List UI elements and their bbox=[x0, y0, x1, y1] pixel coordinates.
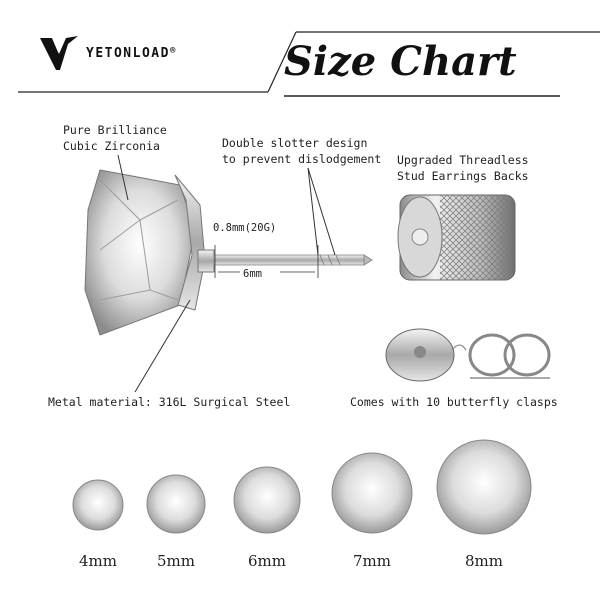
stone-5mm bbox=[146, 474, 206, 534]
stone-4mm bbox=[72, 479, 124, 531]
page-title: Size Chart bbox=[284, 38, 517, 85]
size-label-8mm: 8mm bbox=[465, 552, 503, 570]
size-label-5mm: 5mm bbox=[157, 552, 195, 570]
size-label-4mm: 4mm bbox=[79, 552, 117, 570]
stone-7mm bbox=[331, 452, 413, 534]
metal-label: Metal material: 316L Surgical Steel bbox=[48, 395, 291, 409]
size-stones bbox=[72, 439, 532, 535]
size-label-7mm: 7mm bbox=[353, 552, 391, 570]
size-label-6mm: 6mm bbox=[248, 552, 286, 570]
backs-label: Upgraded Threadless Stud Earrings Backs bbox=[397, 153, 529, 183]
post-length-label: 6mm bbox=[243, 268, 262, 280]
brand-name: YETONLOAD® bbox=[86, 46, 177, 61]
gauge-label: 0.8mm(20G) bbox=[213, 222, 277, 234]
stone-label: Pure Brilliance Cubic Zirconia bbox=[63, 123, 167, 153]
clasps-label: Comes with 10 butterfly clasps bbox=[350, 395, 558, 409]
header-divider bbox=[18, 31, 600, 97]
brand-logo-icon bbox=[40, 36, 78, 70]
butterfly-clasp bbox=[385, 328, 551, 382]
stone-8mm bbox=[436, 439, 532, 535]
stone-6mm bbox=[233, 466, 301, 534]
slot-design-label: Double slotter design to prevent dislodg… bbox=[222, 136, 382, 166]
threadless-back bbox=[397, 194, 516, 281]
stud-earring bbox=[84, 169, 373, 336]
